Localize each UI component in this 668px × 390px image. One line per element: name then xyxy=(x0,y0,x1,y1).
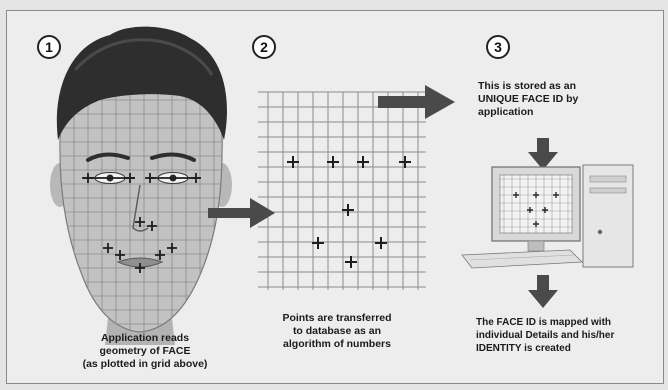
arrow-right-icon xyxy=(378,85,455,119)
computer-icon xyxy=(461,164,634,269)
caption-line: individual Details and his/her xyxy=(476,330,615,341)
point-marker xyxy=(135,217,145,227)
point-marker xyxy=(155,250,165,260)
caption-line: application xyxy=(478,106,534,118)
point-marker xyxy=(125,173,135,183)
point-grid-icon xyxy=(258,91,426,290)
caption-line: algorithm of numbers xyxy=(283,338,391,350)
caption-line: This is stored as an xyxy=(478,80,577,92)
point-marker xyxy=(342,204,354,216)
point-marker xyxy=(513,192,519,198)
caption-line: geometry of FACE xyxy=(99,345,191,357)
step-1-caption: Application reads geometry of FACE (as p… xyxy=(60,332,230,371)
caption-line: The FACE ID is mapped with xyxy=(476,317,612,328)
step-3-badge: 3 xyxy=(486,35,510,59)
point-marker xyxy=(103,243,113,253)
point-marker xyxy=(542,207,548,213)
caption-line: UNIQUE FACE ID by xyxy=(478,93,579,105)
arrow-right-icon xyxy=(208,198,275,228)
arrow-down-icon xyxy=(528,275,558,308)
final-caption: The FACE ID is mapped with individual De… xyxy=(476,316,664,355)
point-marker xyxy=(83,173,93,183)
point-marker xyxy=(145,173,155,183)
point-marker xyxy=(191,173,201,183)
point-marker xyxy=(135,263,145,273)
caption-line: Application reads xyxy=(100,332,190,344)
face-icon xyxy=(50,26,232,345)
step-3-caption: This is stored as an UNIQUE FACE ID by a… xyxy=(478,80,618,119)
arrow-down-icon xyxy=(528,138,558,170)
point-marker xyxy=(115,250,125,260)
point-marker xyxy=(147,221,157,231)
caption-line: Points are transferred xyxy=(282,312,392,324)
point-marker xyxy=(375,237,387,249)
step-2-caption: Points are transferred to database as an… xyxy=(262,312,412,351)
caption-line: IDENTITY is created xyxy=(476,343,571,354)
step-2-badge: 2 xyxy=(252,35,276,59)
caption-line: (as plotted in grid above) xyxy=(82,358,208,370)
point-marker xyxy=(345,256,357,268)
point-marker xyxy=(327,156,339,168)
point-marker xyxy=(167,243,177,253)
point-marker xyxy=(287,156,299,168)
point-marker xyxy=(527,207,533,213)
caption-line: to database as an xyxy=(292,325,382,337)
point-marker xyxy=(399,156,411,168)
point-marker xyxy=(357,156,369,168)
step-1-badge: 1 xyxy=(37,35,61,59)
point-marker xyxy=(312,237,324,249)
point-marker xyxy=(533,221,539,227)
point-marker xyxy=(553,192,559,198)
point-marker xyxy=(533,192,539,198)
